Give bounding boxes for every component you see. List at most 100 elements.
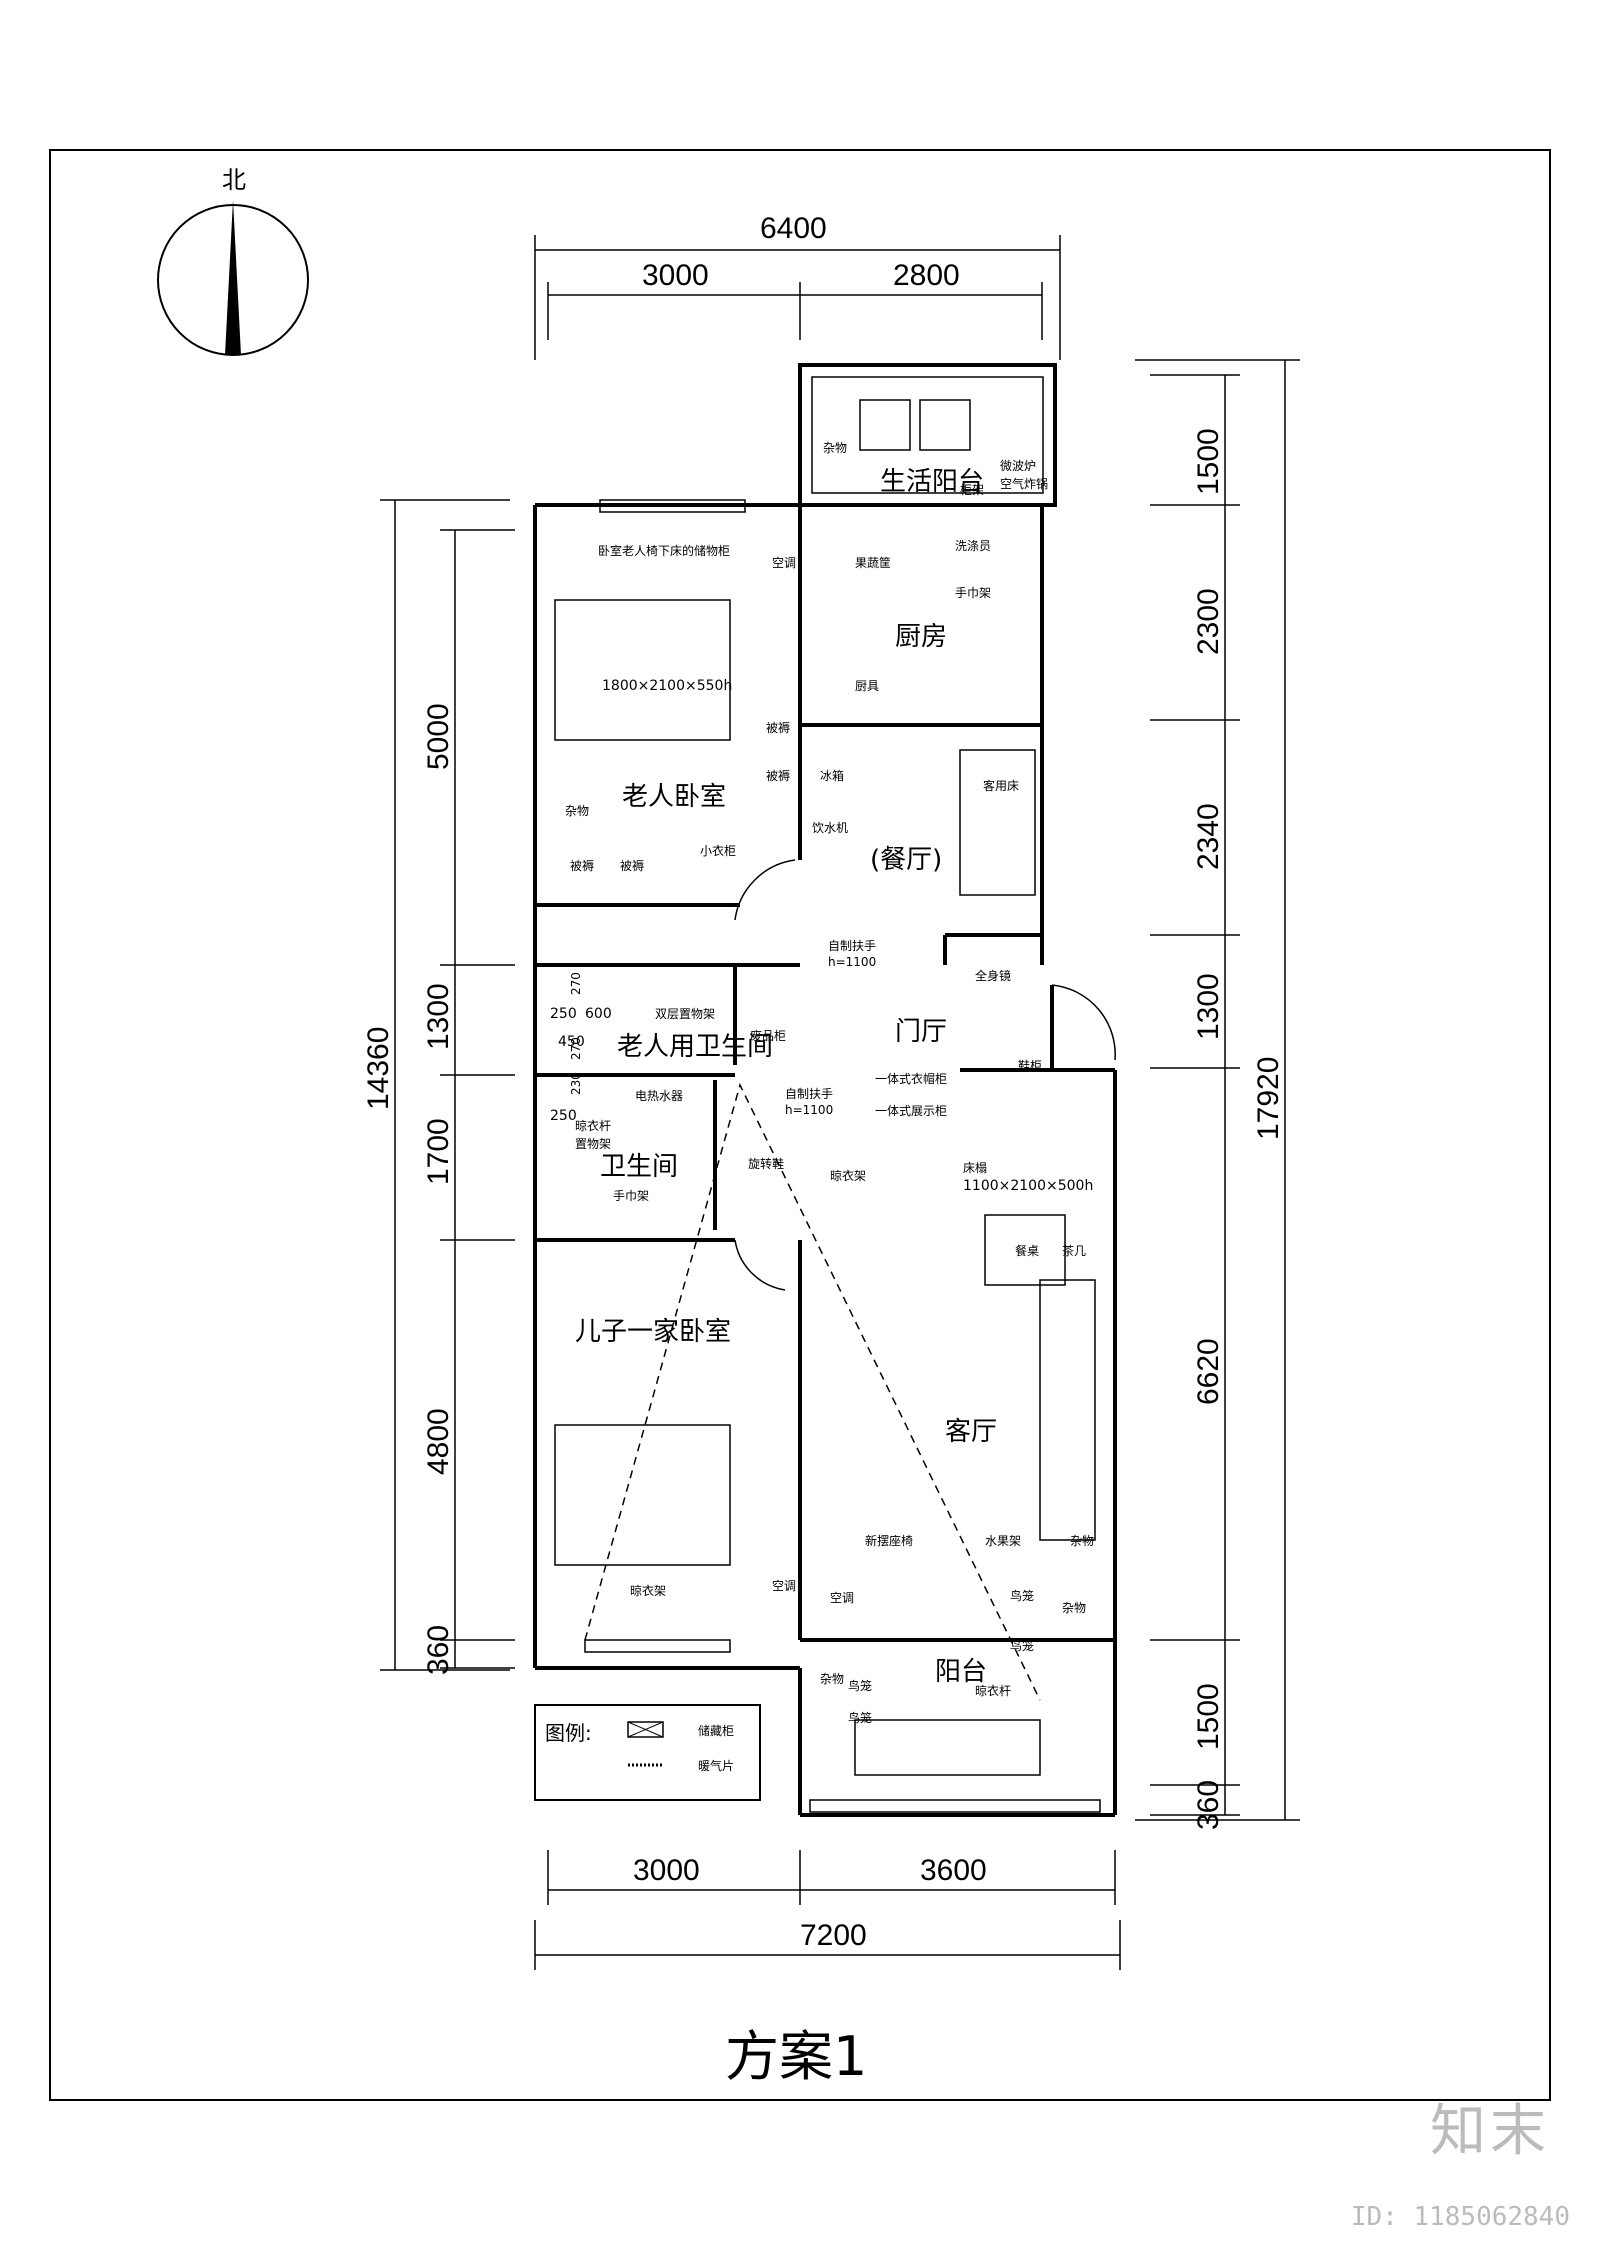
dim-left-5: 360 <box>422 1625 455 1675</box>
left-dimensions <box>380 499 515 1671</box>
drawing-frame <box>49 149 1551 2101</box>
tea-table: 茶几 <box>1062 1243 1086 1258</box>
room-living-balcony: 生活阳台 <box>880 467 984 497</box>
handrail-1: 自制扶手 <box>828 938 876 953</box>
clutter-living-1: 杂物 <box>1070 1534 1094 1548</box>
dim-right-2: 2300 <box>1192 588 1225 655</box>
handrail-h-2: h=1100 <box>785 1103 833 1117</box>
small-cabinet: 小衣柜 <box>700 843 736 858</box>
kitchen-sink: 厨具 <box>855 679 879 693</box>
dim-bottom-right: 3600 <box>920 1854 987 1887</box>
clutter-1: 杂物 <box>565 804 589 818</box>
bird-1: 鸟笼 <box>1010 1588 1034 1603</box>
bedding-3: 被褥 <box>570 858 594 873</box>
water-dispenser: 饮水机 <box>812 821 848 835</box>
clothes-cabinet: 一体式衣帽柜 <box>875 1071 947 1086</box>
dim-top-total: 6400 <box>760 212 827 245</box>
room-son-bedroom: 儿子一家卧室 <box>575 1317 731 1347</box>
dim-right-total: 17920 <box>1252 1057 1285 1140</box>
fruit-basket: 果蔬筐 <box>855 555 891 570</box>
aircon-2: 空调 <box>772 1579 796 1593</box>
bird-4: 鸟笼 <box>848 1710 872 1725</box>
bed-size-2: 1100×2100×500h <box>963 1178 1093 1194</box>
dim-left-3: 1700 <box>422 1118 455 1185</box>
handrail-2: 自制扶手 <box>785 1086 833 1101</box>
legend-item-2: 暖气片 <box>698 1758 734 1773</box>
bedding-1: 被褥 <box>766 720 790 735</box>
compass: 北 <box>157 166 309 356</box>
dim-250: 250 <box>550 1006 577 1022</box>
dim-270b: 270 <box>569 1037 583 1060</box>
doors <box>734 859 1116 1291</box>
watermark-brand: 知末 <box>1430 2099 1550 2164</box>
dim-right-1: 1500 <box>1192 428 1225 495</box>
top-dimensions <box>534 235 1061 360</box>
windows <box>584 499 1101 1813</box>
double-shelf: 双层置物架 <box>655 1007 715 1021</box>
legend-title: 图例: <box>545 1721 592 1745</box>
storage-rack: 置物架 <box>575 1137 611 1151</box>
dim-right-3: 2340 <box>1192 803 1225 870</box>
display-cabinet: 一体式展示柜 <box>875 1104 947 1118</box>
dim-right-7: 360 <box>1192 1780 1225 1830</box>
full-mirror: 全身镜 <box>975 968 1011 983</box>
dim-bottom-left: 3000 <box>633 1854 700 1887</box>
new-seating: 新摆座椅 <box>865 1533 913 1548</box>
room-elder-bathroom: 老人用卫生间 <box>617 1032 773 1062</box>
room-foyer: 门厅 <box>895 1017 947 1047</box>
microwave: 微波炉 <box>1000 459 1036 473</box>
aircon-1: 空调 <box>772 556 796 570</box>
clothes-hanger-2: 晾衣架 <box>630 1583 666 1598</box>
clothes-pole: 晾衣杆 <box>575 1118 611 1133</box>
water-rack: 水果架 <box>985 1534 1021 1548</box>
bed-size-1: 1800×2100×550h <box>602 678 732 694</box>
air-fryer: 空气炸锅 <box>1000 476 1048 491</box>
towel-rack: 手巾架 <box>955 586 991 600</box>
dim-270a: 270 <box>569 972 583 995</box>
aircon-3: 空调 <box>830 1591 854 1605</box>
dim-250b: 250 <box>550 1108 577 1124</box>
dim-left-total: 14360 <box>362 1027 395 1110</box>
dim-230: 230 <box>569 1072 583 1095</box>
washer: 洗涤员 <box>955 539 991 553</box>
shoe-cabinet: 鞋柜 <box>1018 1058 1042 1073</box>
dim-bottom-total: 7200 <box>800 1919 867 1952</box>
bed-label-2: 床榻 <box>963 1161 987 1175</box>
clutter-living-2: 杂物 <box>1062 1601 1086 1615</box>
bottom-dimensions <box>534 1850 1121 1970</box>
fridge: 冰箱 <box>820 768 844 783</box>
handrail-h-1: h=1100 <box>828 955 876 969</box>
dim-right-5: 6620 <box>1192 1338 1225 1405</box>
dim-450: 450 <box>558 1034 585 1050</box>
dim-left-4: 4800 <box>422 1408 455 1475</box>
watermark-id: ID: 1185062840 <box>1350 2202 1570 2232</box>
clothes-pole-2: 晾衣杆 <box>975 1683 1011 1698</box>
dim-left-2: 1300 <box>422 983 455 1050</box>
bird-3: 鸟笼 <box>848 1678 872 1693</box>
dim-600: 600 <box>585 1006 612 1022</box>
dining-table: 餐桌 <box>1015 1243 1039 1258</box>
clutter-balcony: 杂物 <box>823 441 847 455</box>
dim-top-right: 2800 <box>893 259 960 292</box>
room-balcony: 阳台 <box>935 1657 987 1687</box>
cabinet-balcony: 柜架 <box>960 483 984 497</box>
dim-right-6: 1500 <box>1192 1683 1225 1750</box>
legend-item-1: 储藏柜 <box>698 1723 734 1738</box>
guest-bed: 客用床 <box>983 778 1019 793</box>
legend: 图例: 储藏柜 暖气片 <box>534 1704 761 1801</box>
walls <box>533 363 1117 1817</box>
room-kitchen: 厨房 <box>895 622 947 652</box>
furniture <box>554 399 1096 1776</box>
clutter-balcony-2: 杂物 <box>820 1672 844 1686</box>
clothes-hanger: 晾衣架 <box>830 1168 866 1183</box>
bird-2: 鸟笼 <box>1010 1638 1034 1653</box>
room-bathroom: 卫生间 <box>600 1152 678 1182</box>
dim-left-1: 5000 <box>422 703 455 770</box>
note-under-bed: 卧室老人椅下床的储物柜 <box>598 543 730 558</box>
bedding-2: 被褥 <box>766 768 790 783</box>
trash: 废品柜 <box>750 1028 786 1043</box>
plan-title: 方案1 <box>725 2025 867 2088</box>
dim-right-4: 1300 <box>1192 973 1225 1040</box>
sight-line <box>584 1082 1041 1701</box>
